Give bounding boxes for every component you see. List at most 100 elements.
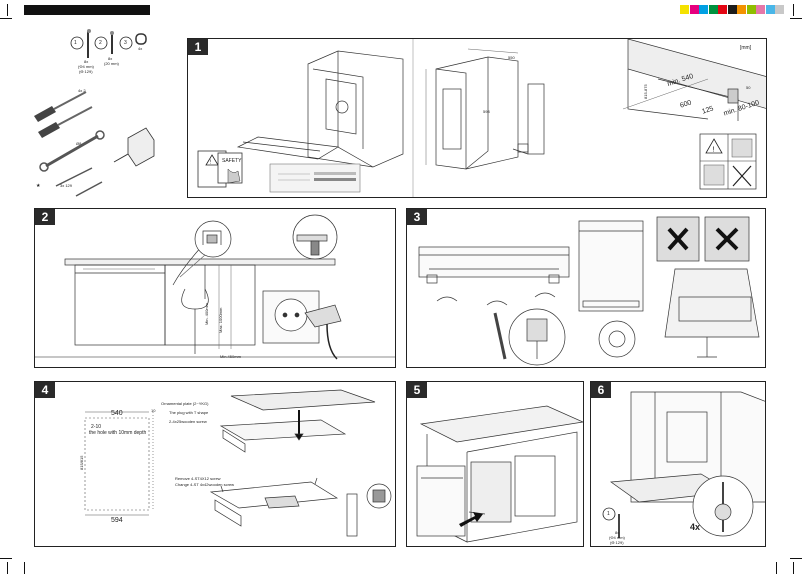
color-swatch <box>727 5 737 14</box>
label-ornamental-plate: Ornamental plate (2~YKG) <box>161 401 209 406</box>
mm-unit-label: [mm] <box>740 45 752 51</box>
tool-1-spec2: (Ɵ 129) <box>79 69 93 74</box>
knob-detail <box>598 320 636 358</box>
foot-detail <box>508 308 566 366</box>
color-swatch <box>708 5 718 14</box>
valve-detail <box>292 214 338 260</box>
side-dim: 815/815 <box>79 455 84 470</box>
screwdriver-icon <box>34 91 93 138</box>
dim-height-range: 815-875 <box>643 84 648 99</box>
color-swatch <box>746 5 756 14</box>
crop-mark-tl <box>7 4 8 16</box>
crop-mark-br2 <box>776 562 777 574</box>
panel-2-number: 2 <box>35 209 55 225</box>
panel-6-number: 6 <box>591 382 611 398</box>
hole-line1: 2-10 <box>91 424 102 430</box>
tool-2-qty: 8x <box>108 56 113 61</box>
dishwasher-open-drawing <box>236 50 404 168</box>
tools-area: 1 2 3 8x (Φ4 mm) (Ɵ 129) 8x (20 mm) 4x 4… <box>28 28 178 198</box>
crop-mark-br-h <box>790 558 802 559</box>
svg-text:!: ! <box>713 147 715 154</box>
safety-label: SAFETY <box>222 158 242 164</box>
warning-box: ! <box>699 133 757 190</box>
panel-1: 1 [mm] ! <box>187 38 767 198</box>
crop-mark-tr-h <box>790 18 802 19</box>
tool-2-spec: (20 mm) <box>104 61 119 66</box>
panel6-screw-spec1: (Φ4 mm) <box>609 535 625 540</box>
rating-plate-drawing <box>269 163 361 193</box>
dim-min-400: Min. 400mm <box>204 302 209 325</box>
adjust-arrows <box>436 292 556 306</box>
print-bar <box>24 5 150 15</box>
power-socket-drawing <box>262 290 342 360</box>
tool-1-qty: 8x <box>84 59 89 64</box>
panel6-screw-spec2: (Ɵ 129) <box>610 540 624 545</box>
side-detail <box>346 483 392 537</box>
dimension-drawing <box>425 48 519 170</box>
tool-3-id: 3 <box>124 40 127 46</box>
tool-1-id: 1 <box>74 40 77 46</box>
long-screw-icon <box>55 167 103 197</box>
svg-text:!: ! <box>210 160 211 166</box>
color-swatch <box>689 5 699 14</box>
open-dishwasher-top <box>664 268 760 358</box>
screw-detail-circle <box>692 475 754 537</box>
hole-line2: the hole with 10mm depth <box>89 430 147 436</box>
label-wooden-screw: 2-4x25wooden screw <box>169 419 207 424</box>
label-plug: The plug with T shape <box>169 410 209 415</box>
screwdriver-label: 4x 2 <box>78 88 86 93</box>
panel-4-number: 4 <box>35 382 55 398</box>
crop-mark-bl <box>7 562 8 574</box>
color-swatch-strip <box>680 0 790 14</box>
star-icon: ★ <box>36 183 41 189</box>
tool-2-id: 2 <box>99 40 102 46</box>
dim-max-1000: Max. 1000mm <box>218 307 223 333</box>
panel-6: 6 4x 1 8x (Φ4 mm) (Ɵ 129) <box>590 381 766 547</box>
crop-mark-tl-h <box>0 18 12 19</box>
panel-4: 4 540 594 <box>34 381 396 547</box>
connection-detail <box>179 220 232 278</box>
label-change-screw: Change 4-ST 4x42wooden screw <box>175 482 235 487</box>
color-swatch <box>765 5 775 14</box>
dim-depth: 550 <box>508 55 515 60</box>
dim-50: 50 <box>746 85 751 90</box>
base-rail-drawing <box>418 246 570 284</box>
color-swatch <box>737 5 746 14</box>
color-swatch <box>756 5 765 14</box>
crop-mark-bl-h <box>0 558 12 559</box>
color-swatch <box>699 5 708 14</box>
door-assembly-drawing <box>209 477 339 527</box>
crop-mark-tr <box>793 4 794 16</box>
tool-3-qty: 4x <box>138 46 143 51</box>
screw-label: 3x 129 <box>60 183 73 188</box>
dim-min-450: Min.450mm <box>220 354 241 359</box>
dim-540: 540 <box>111 410 123 417</box>
dim-594: 594 <box>111 517 123 524</box>
color-swatch <box>680 5 689 14</box>
door-template <box>84 411 154 516</box>
panel6-screw-id: 1 <box>607 511 610 517</box>
incorrect-images <box>656 216 750 262</box>
color-swatch <box>718 5 727 14</box>
panel-2: 2 <box>34 208 396 368</box>
side-view-drawing <box>512 83 545 155</box>
ornamental-plate-drawing <box>219 389 376 453</box>
panel6-screw-qty: 8x <box>615 530 620 535</box>
tape-measure-icon <box>113 127 155 167</box>
panel-1-number: 1 <box>188 39 208 55</box>
wrench-icon <box>39 130 105 172</box>
panel-5-number: 5 <box>407 382 427 398</box>
panel-3-number: 3 <box>407 209 427 225</box>
tool-1-spec1: (Φ4 mm) <box>78 64 94 69</box>
dim-10: 10 <box>151 408 156 413</box>
crop-mark-br <box>793 562 794 574</box>
crop-mark-bm <box>24 562 25 574</box>
screwdriver-adjust-icon <box>493 312 507 360</box>
wrench-label: Ø8 <box>76 141 82 146</box>
kitchen-cabinet-drawing <box>416 405 583 543</box>
front-view-drawing <box>578 220 644 312</box>
panel6-qty: 4x <box>690 522 701 532</box>
label-remove-screw: Remove 4-ST4X12 screw <box>175 476 221 481</box>
dim-width: 598 <box>483 109 490 114</box>
niche-detail-drawing <box>622 39 766 121</box>
